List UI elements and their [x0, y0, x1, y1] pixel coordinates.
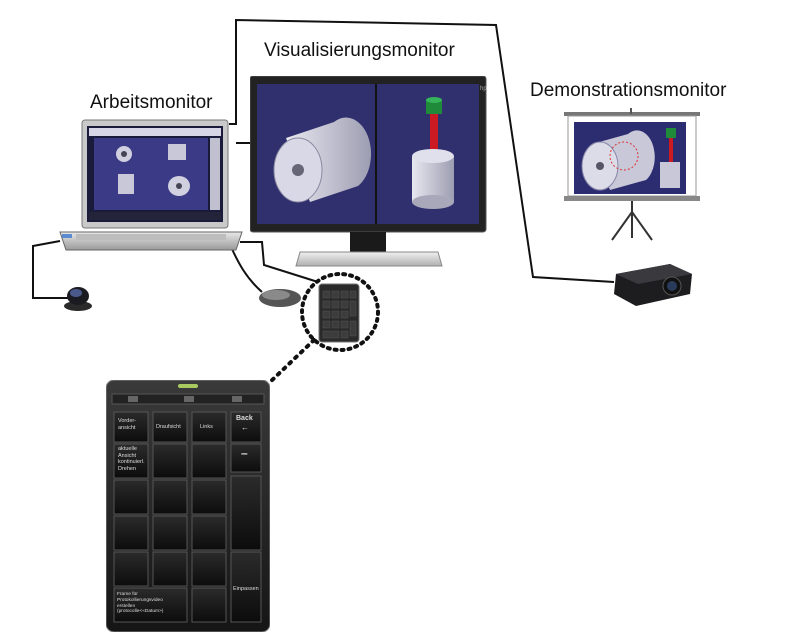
cable-laptop-3dmouse: [32, 240, 68, 299]
key-back-symbol: ←: [241, 423, 249, 432]
monitor-icon: hp: [250, 76, 487, 267]
label-demonstration-monitor: Demonstrationsmonitor: [530, 80, 727, 101]
key-fit-label: Einpassen: [233, 586, 259, 592]
key-minus-label: –: [241, 446, 248, 460]
key-frame-label: Frame für Protokollierungsvideo erstelle…: [117, 592, 164, 615]
cable-laptop-keypad: [240, 241, 319, 283]
laptop-icon: [59, 119, 243, 251]
keypad-zoom: Vorder- ansicht Draufsicht Links Back ← …: [106, 380, 270, 632]
zoom-lens-icon: [300, 272, 380, 352]
cable-laptop-projector: [229, 18, 615, 283]
mouse-icon: [259, 289, 301, 307]
projector-icon: [614, 264, 692, 306]
keypad-body: [106, 380, 270, 632]
3d-mouse-icon: [64, 287, 92, 311]
key-rotate-label: aktuelle Ansicht kontinuierl. Drehen: [118, 446, 145, 472]
projector-screen-icon: [564, 108, 700, 241]
label-work-monitor: Arbeitsmonitor: [90, 92, 213, 113]
zoom-lead-line: [266, 338, 316, 386]
cable-laptop-mouse: [231, 248, 263, 293]
key-top-label: Draufsicht: [156, 424, 181, 430]
svg-text:hp: hp: [480, 86, 487, 92]
numeric-keypad-icon: [318, 283, 360, 343]
label-visualization-monitor: Visualisierungsmonitor: [264, 40, 455, 61]
key-back-label: Back: [236, 415, 253, 422]
key-left-label: Links: [200, 424, 213, 430]
key-front-label: Vorder- ansicht: [118, 418, 137, 431]
